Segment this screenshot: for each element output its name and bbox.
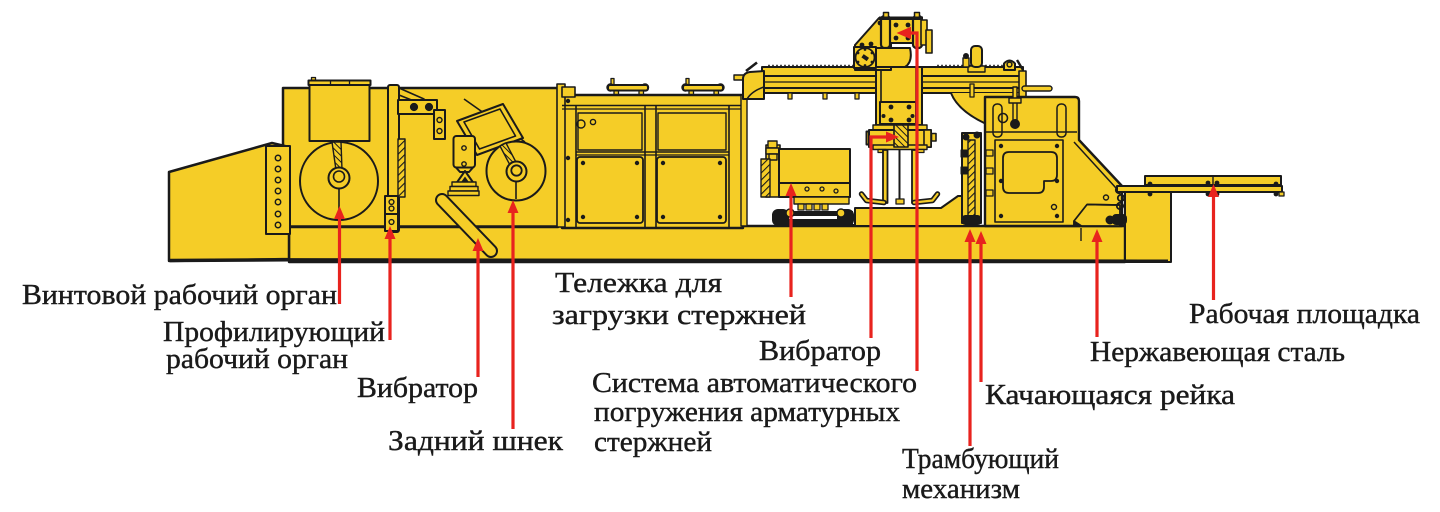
svg-text:Вибратор: Вибратор — [357, 373, 478, 404]
svg-text:рабочий орган: рабочий орган — [166, 344, 348, 375]
svg-text:Качающаяся рейка: Качающаяся рейка — [985, 380, 1236, 411]
svg-text:Система автоматического: Система автоматического — [592, 368, 917, 399]
svg-text:стержней: стержней — [594, 427, 712, 458]
svg-text:Профилирующий: Профилирующий — [163, 317, 385, 348]
svg-text:Вибратор: Вибратор — [759, 336, 881, 367]
svg-text:погружения арматурных: погружения арматурных — [594, 397, 900, 428]
svg-text:механизм: механизм — [902, 474, 1020, 505]
svg-text:Тележка для: Тележка для — [555, 268, 722, 299]
svg-text:Задний шнек: Задний шнек — [388, 426, 563, 457]
svg-text:Нержавеющая сталь: Нержавеющая сталь — [1090, 337, 1345, 368]
svg-text:загрузки стержней: загрузки стержней — [552, 300, 806, 331]
svg-text:Винтовой рабочий орган: Винтовой рабочий орган — [22, 280, 337, 311]
svg-text:Рабочая площадка: Рабочая площадка — [1189, 299, 1421, 330]
svg-text:Трамбующий: Трамбующий — [902, 444, 1059, 475]
